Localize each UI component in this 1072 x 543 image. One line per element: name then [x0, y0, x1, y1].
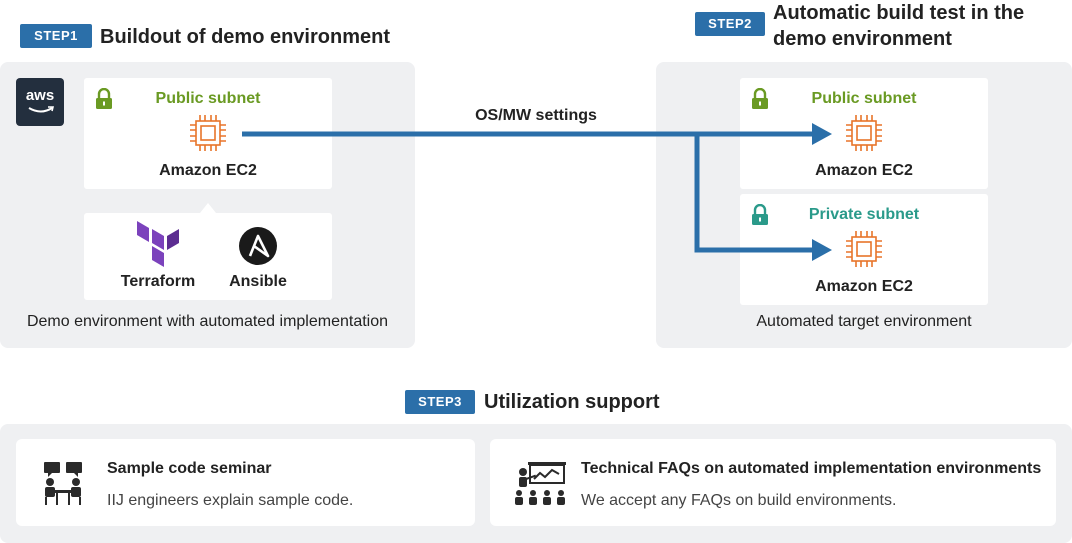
connector-arrows	[242, 123, 832, 261]
tools-card	[84, 213, 332, 300]
step3-title: Utilization support	[484, 391, 660, 413]
step3-badge: STEP3	[405, 390, 475, 414]
tool-label-ansible: Ansible	[229, 273, 287, 290]
target-environment-caption: Automated target environment	[756, 313, 972, 330]
terraform-icon	[137, 221, 179, 267]
support-desc-faq: We accept any FAQs on build environments…	[581, 492, 897, 509]
ec2-chip-icon	[190, 115, 226, 151]
target-private-subnet-label: Private subnet	[808, 206, 920, 223]
support-title-seminar: Sample code seminar	[107, 460, 272, 477]
public-subnet-label: Public subnet	[155, 90, 261, 107]
support-title-faq: Technical FAQs on automated implementati…	[581, 460, 1042, 477]
step2-title-line2: demo environment	[773, 28, 952, 50]
ansible-icon	[239, 227, 277, 265]
target-ec2-label-public: Amazon EC2	[815, 162, 913, 179]
step1-badge: STEP1	[20, 24, 92, 48]
support-card-seminar	[16, 439, 475, 526]
support-card-faq	[490, 439, 1056, 526]
aws-smile-icon	[28, 106, 54, 113]
lock-icon	[96, 88, 112, 109]
step2-title-line1: Automatic build test in the	[773, 2, 1025, 24]
target-public-subnet-label: Public subnet	[811, 90, 917, 107]
ec2-label: Amazon EC2	[159, 162, 257, 179]
demo-environment-caption: Demo environment with automated implemen…	[26, 313, 389, 330]
pointer-triangle	[200, 203, 216, 213]
step2-badge: STEP2	[695, 12, 765, 36]
ec2-chip-icon	[846, 115, 882, 151]
presentation-icon	[515, 462, 566, 505]
connector-label: OS/MW settings	[475, 107, 597, 124]
lock-icon	[752, 204, 768, 225]
aws-logo: aws	[16, 78, 64, 126]
step1-title: Buildout of demo environment	[100, 26, 390, 48]
seminar-icon	[44, 462, 82, 505]
target-ec2-label-private: Amazon EC2	[815, 278, 913, 295]
aws-logo-text: aws	[25, 87, 55, 104]
ec2-chip-icon	[846, 231, 882, 267]
support-desc-seminar: IIJ engineers explain sample code.	[107, 492, 354, 509]
tool-label-terraform: Terraform	[120, 273, 196, 290]
lock-icon	[752, 88, 768, 109]
